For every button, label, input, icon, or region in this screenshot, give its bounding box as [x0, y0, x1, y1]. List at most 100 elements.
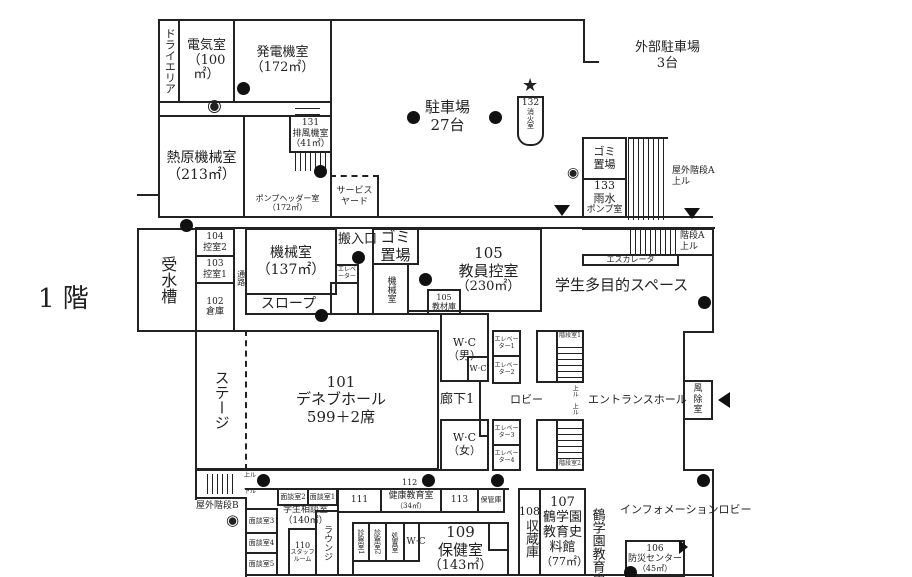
- label: ドライエリア: [163, 28, 177, 94]
- wc-men: W·C（男）: [440, 313, 489, 382]
- small-elevator[interactable]: エレベーター: [335, 264, 359, 284]
- elevator-2[interactable]: エレベーター2: [492, 355, 521, 384]
- column-dot: [180, 219, 193, 232]
- room-number: 104: [206, 232, 224, 243]
- outdoor-stairs-a[interactable]: [628, 137, 668, 220]
- room-number: 131: [301, 118, 320, 129]
- garbage-top: ゴミ置場: [582, 137, 627, 180]
- up-label: 上ル: [571, 385, 579, 397]
- wall: [712, 469, 714, 577]
- label: 控室1: [203, 269, 227, 280]
- room-number: 133: [594, 179, 615, 193]
- lobby-label: ロビー: [510, 393, 543, 406]
- stair-steps: [558, 425, 582, 460]
- interview-room-4: 面談室4: [245, 532, 278, 554]
- wall: [683, 469, 713, 471]
- label: エレベーター3: [494, 424, 519, 439]
- treatment-room: 処置室: [385, 522, 405, 562]
- room-pump-header: ポンプヘッダー室（172㎡）: [243, 115, 332, 218]
- area: （41㎡）: [291, 139, 330, 150]
- column-dot: [624, 566, 637, 577]
- area: （137㎡）: [256, 261, 326, 278]
- elevator-3[interactable]: エレベーター3: [492, 419, 521, 446]
- escalator[interactable]: エスカレータ: [582, 254, 679, 266]
- room-number: 105: [474, 244, 503, 263]
- entrance-arrow-icon: [684, 208, 700, 219]
- stair-wall: [536, 330, 556, 383]
- area: （100㎡）: [187, 52, 226, 83]
- room-113: 113: [440, 488, 479, 513]
- label: ポンプ室: [586, 205, 623, 216]
- column-dot: [257, 474, 270, 487]
- room-number: 110: [294, 540, 311, 550]
- label: 面談室5: [248, 559, 275, 568]
- room-dry-area: ドライエリア: [158, 19, 180, 103]
- area: （172㎡）: [250, 60, 315, 75]
- room-electric: 電気室（100㎡）: [178, 19, 235, 103]
- seats: 599＋2席: [306, 407, 376, 426]
- room-number: 109: [446, 523, 475, 542]
- elevator-4[interactable]: エレベーター4: [492, 444, 521, 471]
- area: （143㎡）: [428, 557, 493, 573]
- count: 27台: [430, 116, 465, 134]
- stage: ステージ: [195, 330, 247, 470]
- water-tank: 受水槽: [137, 228, 197, 332]
- column-dot: [315, 309, 328, 322]
- stair-room-1[interactable]: 階段室1: [556, 330, 584, 383]
- label: エレベーター2: [494, 361, 519, 376]
- shaft: [330, 282, 359, 315]
- label: デネブホール: [295, 390, 386, 409]
- counseling-room: 学生相談室（140㎡）: [283, 505, 328, 527]
- elevator-1[interactable]: エレベーター1: [492, 330, 521, 357]
- label: 階段室2: [559, 460, 581, 468]
- room-number: 108: [519, 505, 540, 519]
- area: （34㎡）: [396, 501, 426, 510]
- entrance-arrow-icon: [679, 540, 688, 554]
- windbreak-room: 風除室: [683, 380, 713, 420]
- room-number: 132: [521, 98, 540, 108]
- entrance-hall-label: エントランスホール: [588, 393, 687, 406]
- interview-room-2: 面談室2: [277, 488, 309, 506]
- floor-label: 1 階: [38, 284, 89, 314]
- wall: [245, 313, 442, 315]
- label: 排風機室: [292, 128, 329, 139]
- stairs: [295, 103, 320, 115]
- label: W·C（男）: [448, 336, 481, 362]
- room-health-education: 健康教育室（34㎡）: [380, 488, 442, 513]
- label: ゴミ置場: [380, 228, 411, 264]
- room-number: 112: [402, 478, 418, 487]
- wall: [683, 331, 714, 333]
- stand-pipe-icon: ◉: [567, 165, 580, 181]
- loading-entrance: 搬入口: [338, 232, 378, 247]
- label: 教員控室: [458, 261, 519, 280]
- room-machine-small: 機械室: [372, 263, 409, 315]
- label: 消火室: [526, 108, 535, 130]
- main-entrance-arrow-icon: [718, 392, 730, 408]
- label: ラウンジ: [322, 525, 333, 561]
- outdoor-stairs-b[interactable]: [195, 469, 247, 499]
- room-generator: 発電機室（172㎡）: [233, 19, 332, 103]
- column-dot: [422, 474, 435, 487]
- column-dot: [489, 111, 502, 124]
- area: （77㎡）: [541, 554, 588, 568]
- wall: [583, 19, 585, 63]
- wc-health: W·C: [403, 522, 426, 562]
- label: 処置室: [391, 531, 400, 553]
- passage-label: 通路: [236, 270, 246, 286]
- entrance-arrow-icon: [554, 205, 570, 216]
- stair-room-2[interactable]: 階段室2: [556, 419, 584, 471]
- stand-pipe-icon: ◉: [226, 511, 240, 529]
- count: 3台: [656, 55, 679, 71]
- label: ポンプヘッダー室: [255, 193, 320, 203]
- room-number: 106: [646, 543, 664, 554]
- wall: [158, 19, 585, 21]
